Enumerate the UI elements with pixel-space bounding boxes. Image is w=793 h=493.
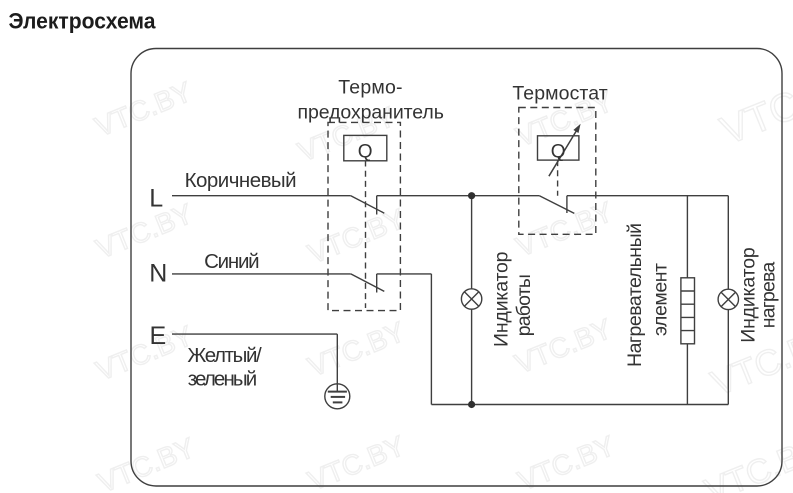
- svg-text:VTC.BY: VTC.BY: [512, 196, 618, 263]
- svg-text:нагрева: нагрева: [758, 262, 780, 329]
- svg-text:Синий: Синий: [204, 250, 260, 273]
- svg-text:Q: Q: [358, 142, 373, 163]
- svg-text:VTC.BY: VTC.BY: [304, 430, 410, 493]
- svg-text:Желтый/: Желтый/: [187, 344, 262, 367]
- svg-text:предохранитель: предохранитель: [298, 102, 444, 124]
- svg-text:Коричневый: Коричневый: [185, 169, 297, 192]
- svg-text:Индикатор: Индикатор: [490, 251, 512, 347]
- svg-text:VTC.BY: VTC.BY: [700, 429, 793, 493]
- svg-text:Индикатор: Индикатор: [737, 247, 759, 343]
- svg-text:E: E: [150, 322, 167, 350]
- svg-text:VTC.BY: VTC.BY: [92, 198, 198, 265]
- svg-text:VTC.BY: VTC.BY: [715, 58, 793, 153]
- svg-text:N: N: [149, 259, 167, 287]
- svg-text:элемент: элемент: [650, 263, 672, 336]
- svg-text:Q: Q: [551, 142, 566, 163]
- svg-text:VTC.BY: VTC.BY: [304, 203, 410, 270]
- svg-text:Термостат: Термостат: [512, 82, 607, 104]
- svg-text:VTC.BY: VTC.BY: [304, 316, 410, 383]
- svg-text:VTC.BY: VTC.BY: [92, 320, 198, 387]
- svg-text:работы: работы: [513, 274, 535, 336]
- svg-text:зеленый: зеленый: [188, 368, 258, 391]
- svg-text:L: L: [149, 185, 163, 213]
- svg-text:Термо-: Термо-: [338, 77, 402, 99]
- svg-text:VTC.BY: VTC.BY: [514, 430, 620, 493]
- svg-text:Электросхема: Электросхема: [9, 8, 157, 33]
- svg-text:Нагревательный: Нагревательный: [624, 223, 646, 367]
- svg-text:VTC.BY: VTC.BY: [91, 76, 197, 143]
